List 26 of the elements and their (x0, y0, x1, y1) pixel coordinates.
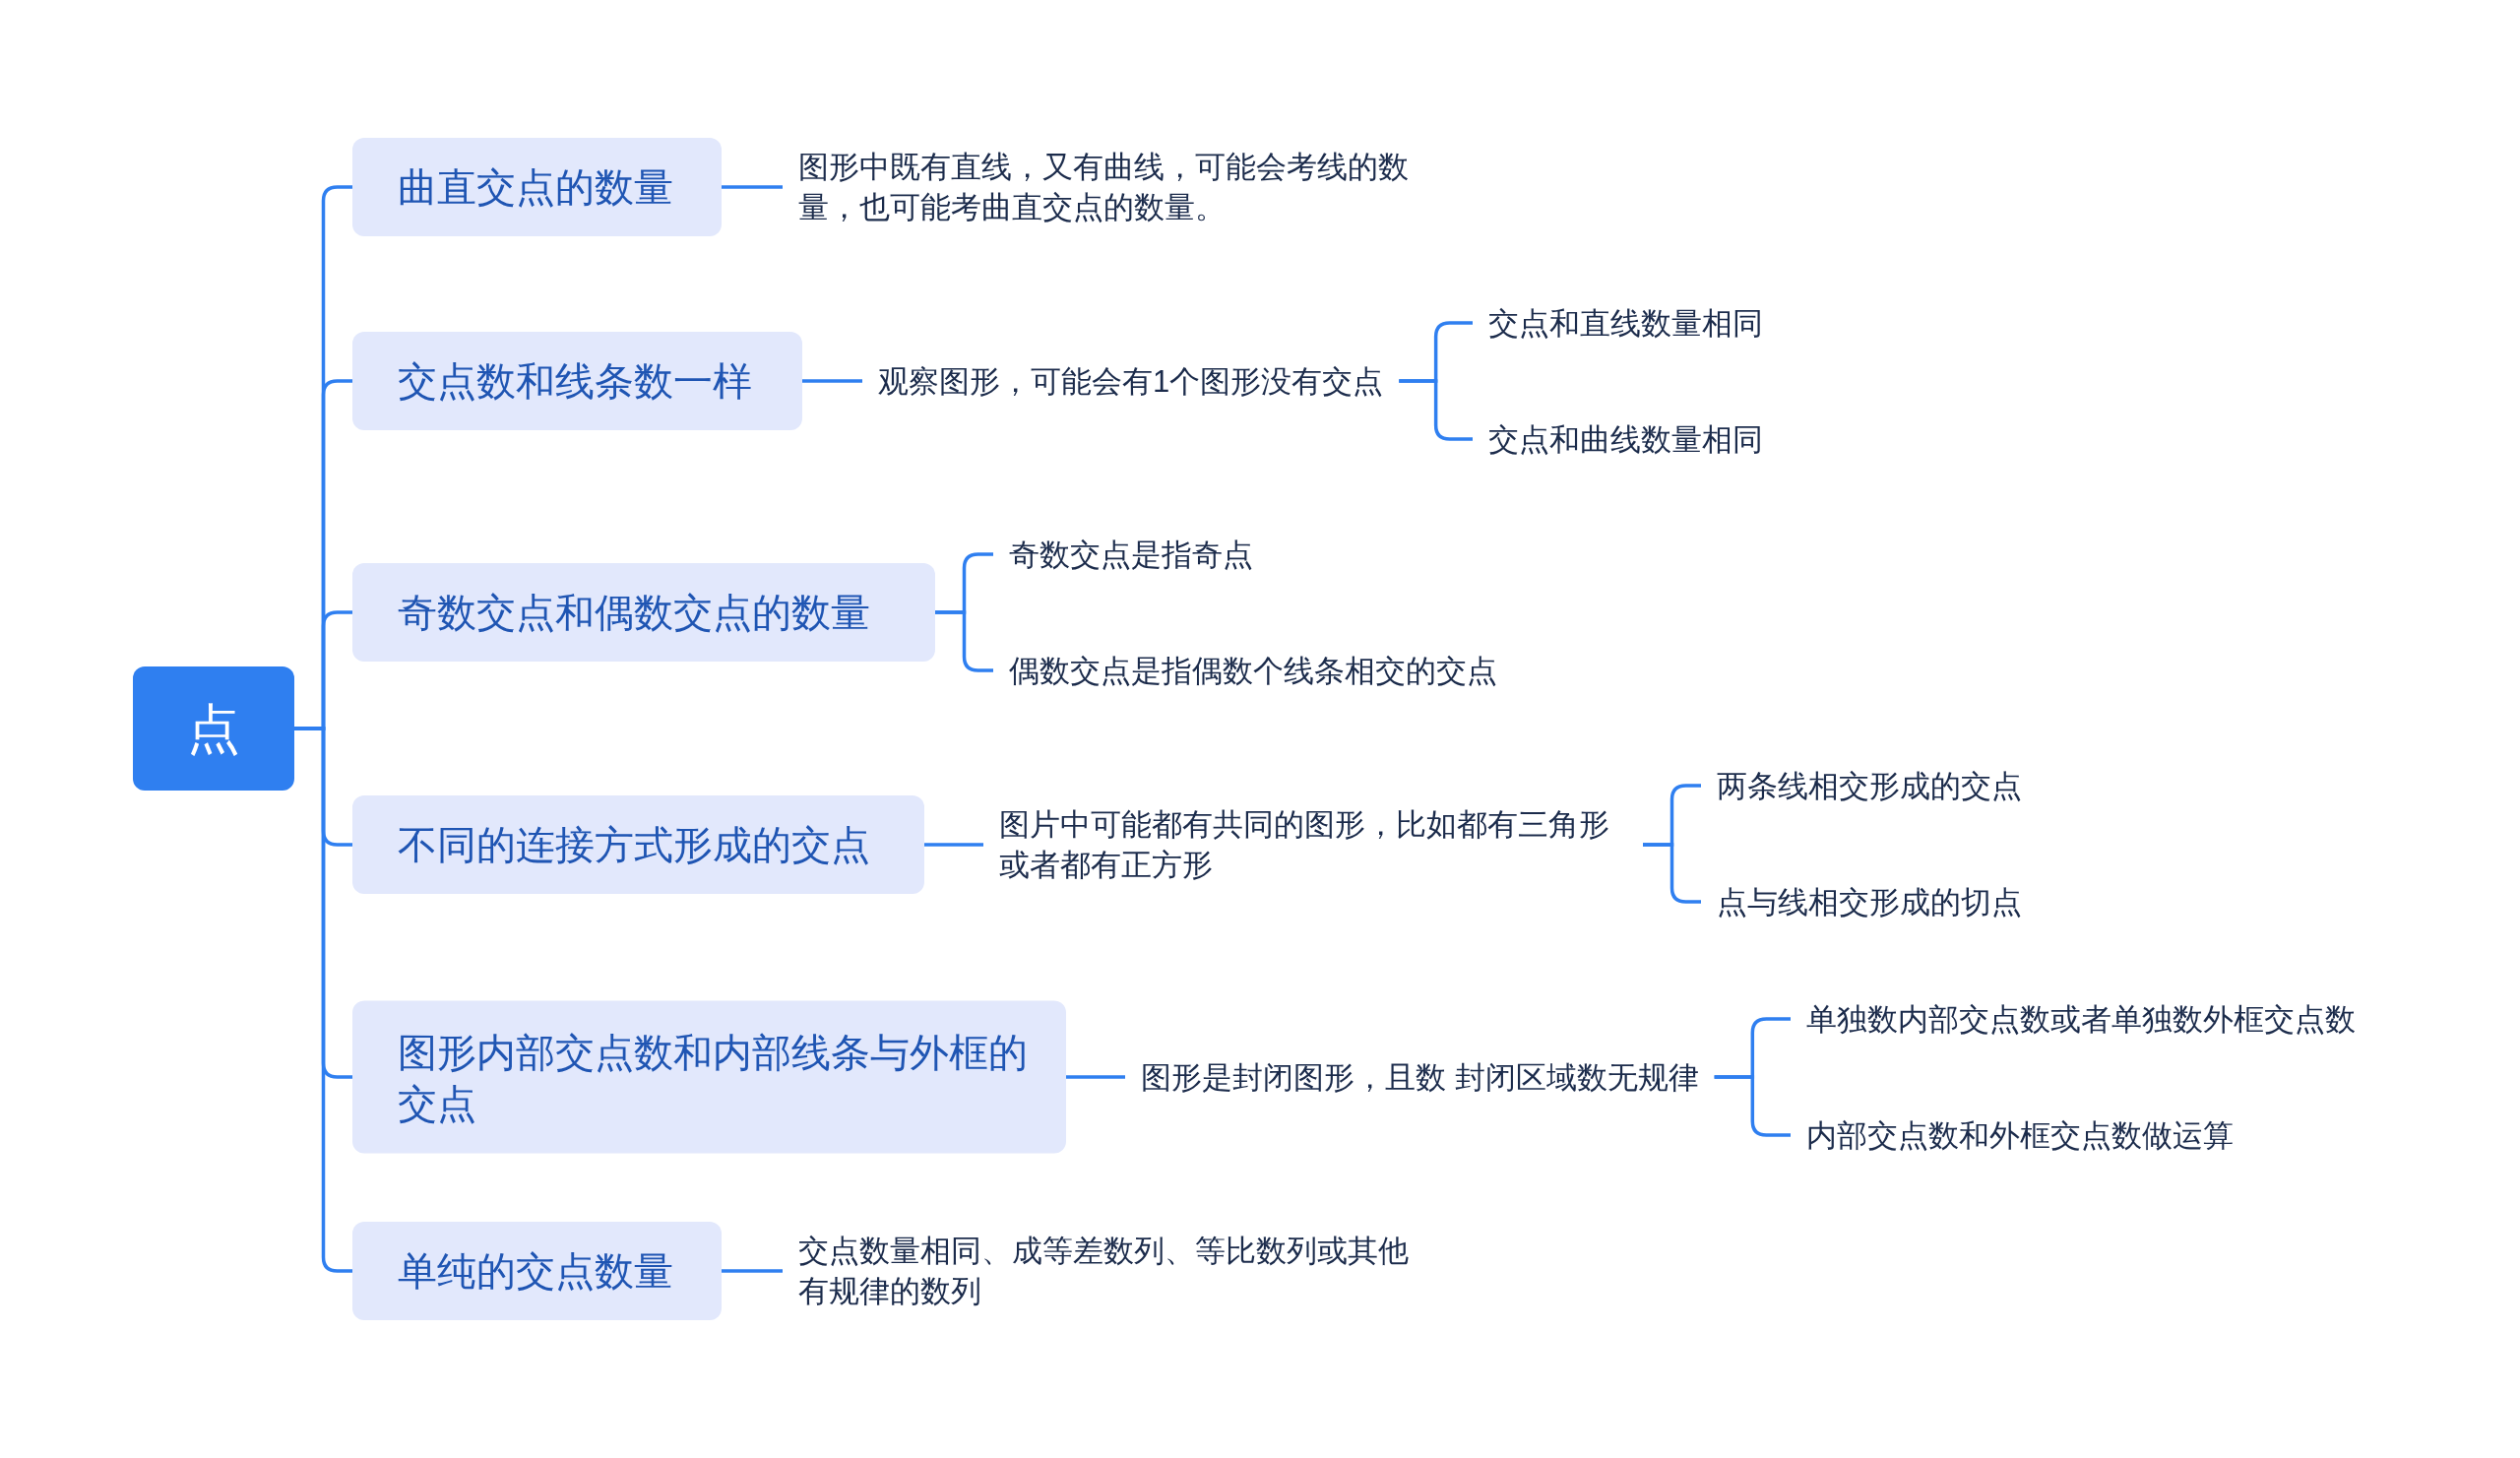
root-topic-box: 点 (133, 666, 294, 791)
connector-line (1066, 1075, 1125, 1079)
subtopic-text: 奇数交点是指奇点 (993, 534, 1269, 575)
topic-box: 曲直交点的数量 (352, 138, 722, 236)
subtopic-text: 交点数量相同、成等差数列、等比数列或其他有规律的数列 (783, 1231, 1452, 1311)
subtopic-text: 两条线相交形成的交点 (1701, 765, 2038, 806)
subtopic-text: 单独数内部交点数或者单独数外框交点数 (1791, 998, 2371, 1040)
subtopic-text: 点与线相交形成的切点 (1701, 881, 2038, 922)
connector-line (722, 1269, 783, 1273)
subtopic-text: 交点和曲线数量相同 (1473, 418, 1779, 460)
connector-line (924, 843, 983, 847)
topic-box: 交点数和线条数一样 (352, 332, 802, 430)
subtopic-text: 偶数交点是指偶数个线条相交的交点 (993, 650, 1513, 691)
subtopic-text: 交点和直线数量相同 (1473, 302, 1779, 344)
subtopic-text: 内部交点数和外框交点数做运算 (1791, 1114, 2249, 1156)
connector-line (1714, 1075, 1791, 1137)
subtopic-text: 图形是封闭图形，且数 封闭区域数无规律 (1125, 1056, 1715, 1098)
subtopic-text: 观察图形，可能会有1个图形没有交点 (862, 360, 1400, 402)
topic-box: 单纯的交点数量 (352, 1222, 722, 1320)
subtopic-text: 图形中既有直线，又有曲线，可能会考线的数量，也可能考曲直交点的数量。 (783, 147, 1452, 227)
subtopic-text: 图片中可能都有共同的图形，比如都有三角形或者都有正方形 (983, 804, 1643, 885)
connector-line (722, 185, 783, 189)
connector-line (802, 379, 862, 383)
topic-box: 奇数交点和偶数交点的数量 (352, 563, 935, 662)
topic-box: 图形内部交点数和内部线条与外框的交点 (352, 1000, 1066, 1154)
topic-box: 不同的连接方式形成的交点 (352, 795, 924, 894)
